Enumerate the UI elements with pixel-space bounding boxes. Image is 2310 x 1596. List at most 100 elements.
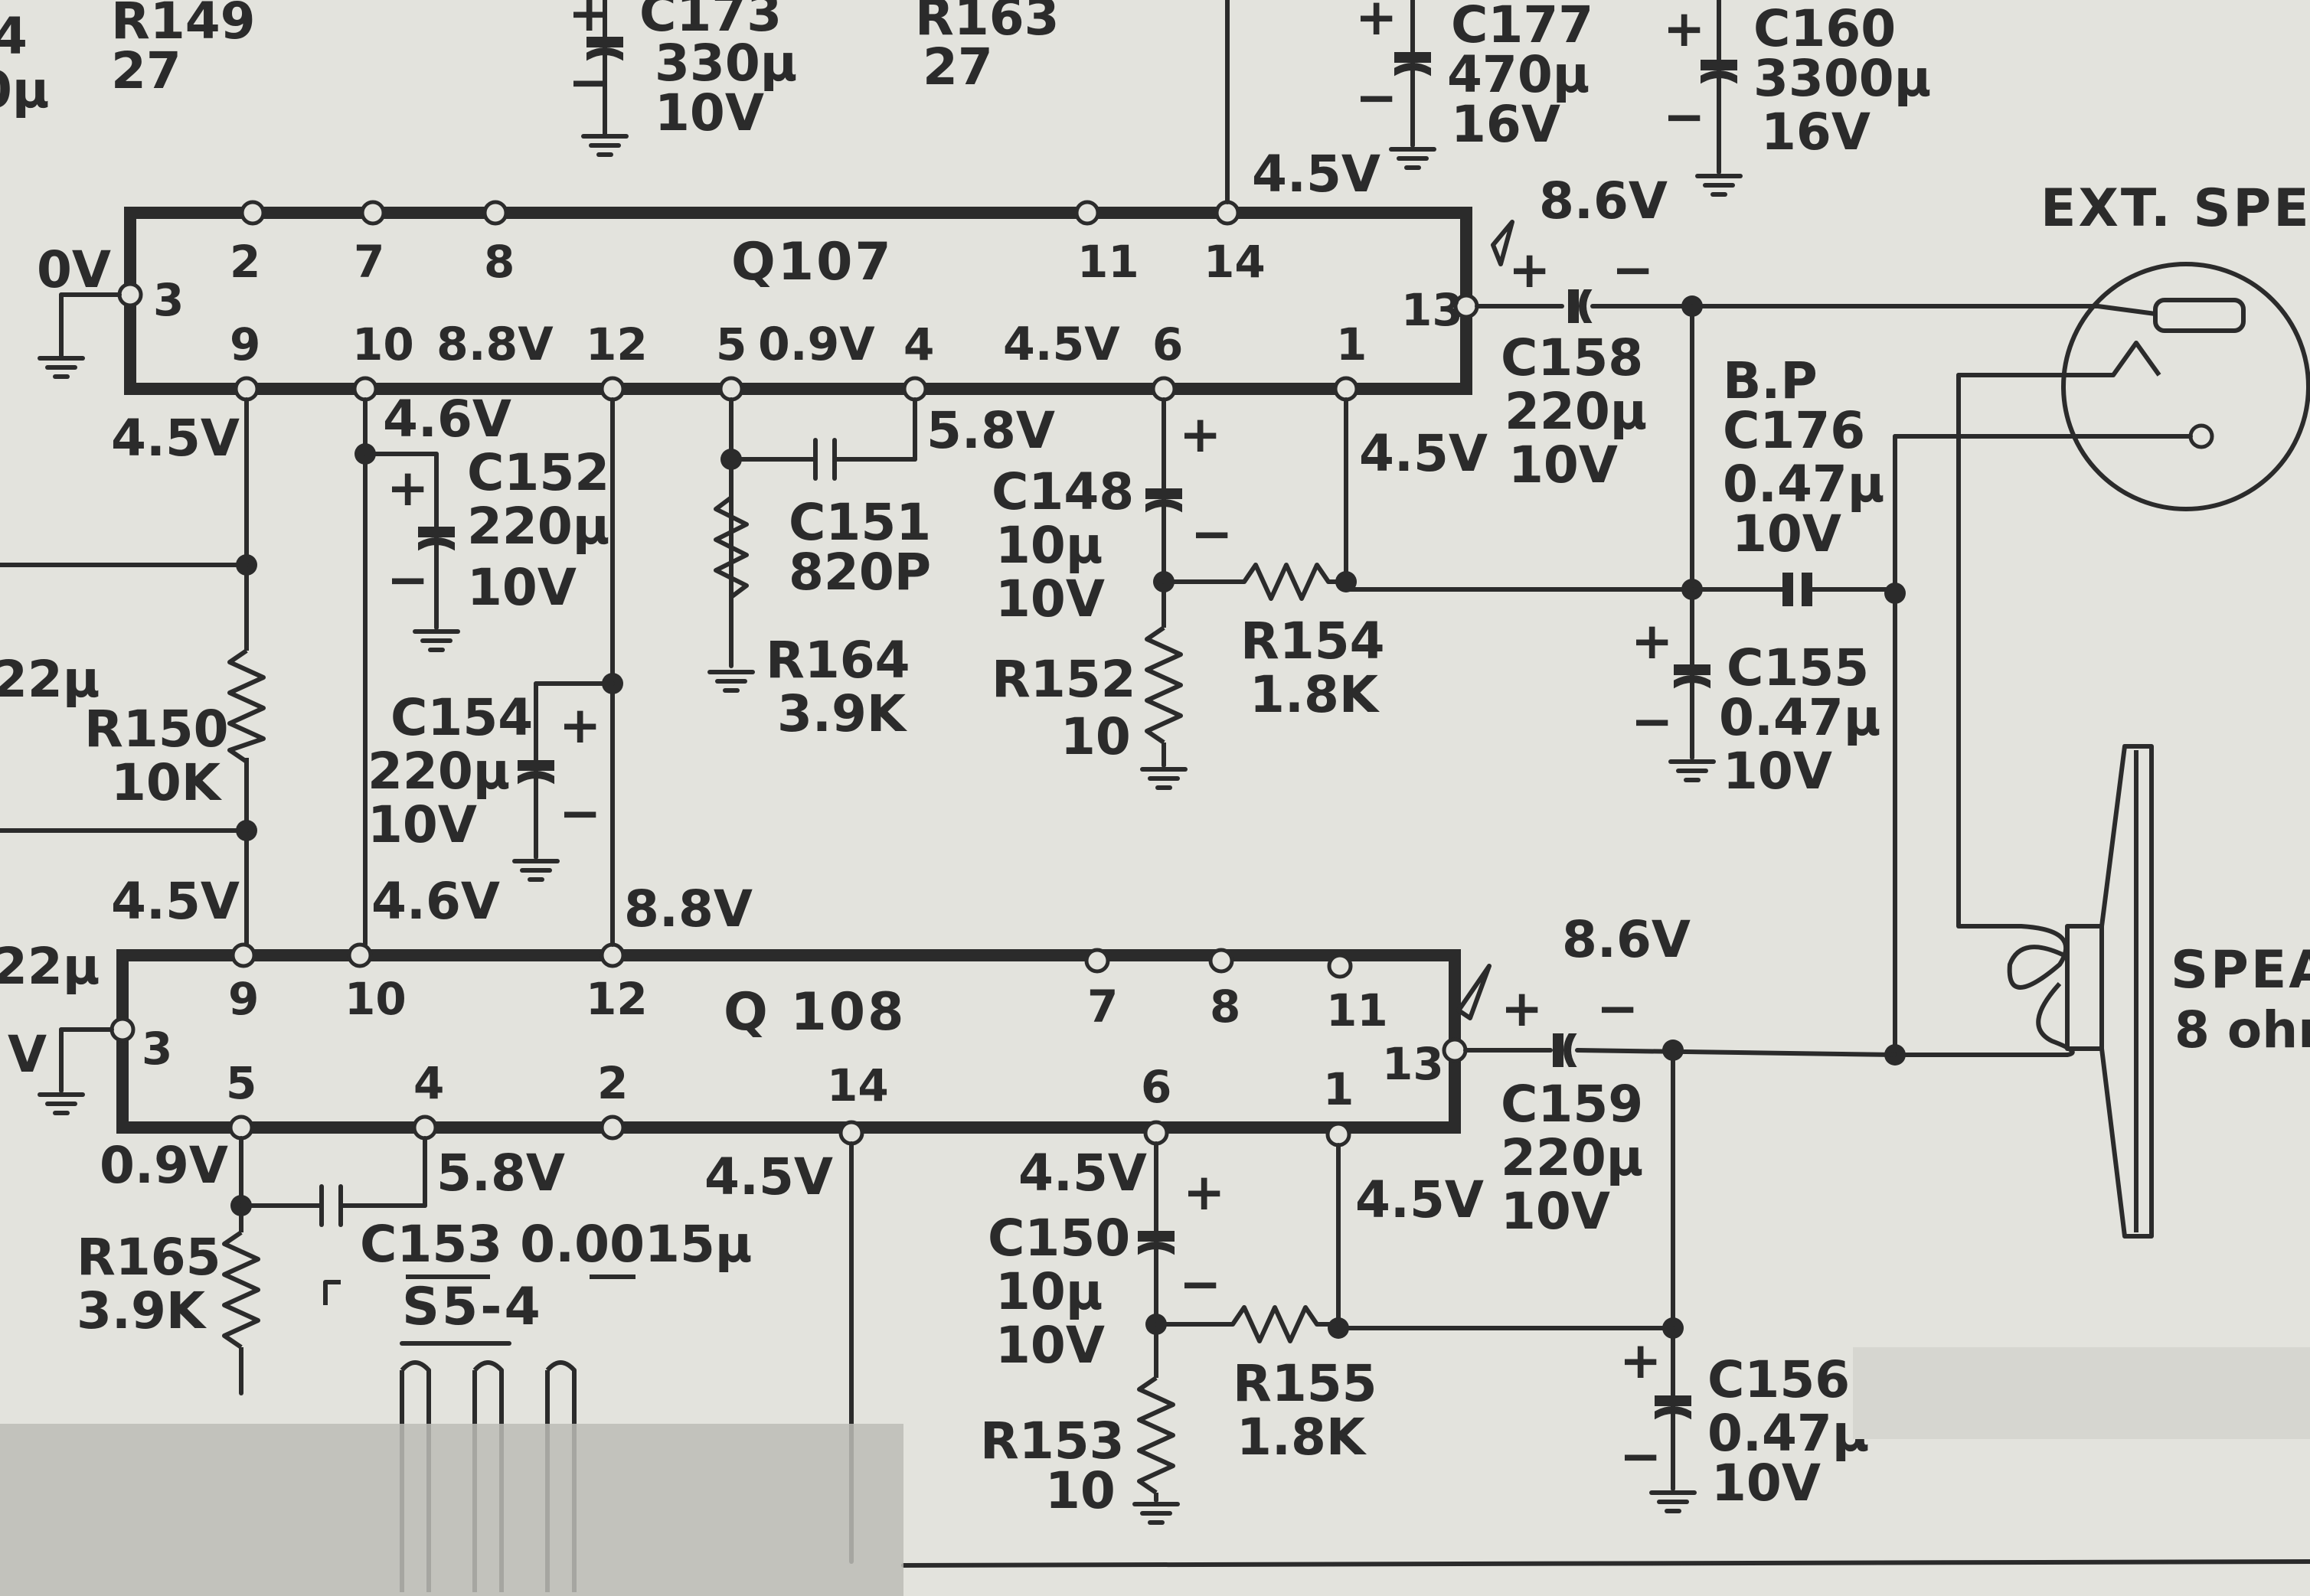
svg-text:+: + [1508, 240, 1550, 299]
svg-text:220µ: 220µ [467, 497, 609, 556]
svg-text:R153: R153 [980, 1412, 1125, 1470]
c153: C153 0.0015µ [239, 1136, 752, 1274]
voltage-label: 4.6V [371, 872, 500, 931]
svg-text:10V: 10V [1723, 742, 1832, 801]
r153: R153 10 [980, 1376, 1178, 1523]
q107-pin-label: 2 [230, 236, 260, 288]
edge-fragment: 0µ [0, 60, 50, 119]
svg-text:220µ: 220µ [1505, 382, 1647, 441]
svg-text:C156: C156 [1707, 1350, 1850, 1409]
svg-text:C160: C160 [1753, 0, 1896, 58]
smudge-region [1853, 1347, 2310, 1439]
svg-text:−: − [1663, 87, 1705, 146]
svg-text:C148: C148 [992, 462, 1134, 521]
q108-pin-label: 8 [1210, 981, 1240, 1033]
svg-text:10V: 10V [655, 83, 764, 142]
r150: R150 10K [84, 648, 266, 812]
svg-text:R149: R149 [111, 0, 256, 51]
svg-text:C159: C159 [1501, 1075, 1643, 1134]
svg-text:R165: R165 [77, 1228, 221, 1287]
svg-text:C173: C173 [639, 0, 782, 43]
r149: R149 27 [111, 0, 256, 100]
voltage-label: 4.5V [1359, 424, 1488, 483]
q107-pin-label: 4 [903, 318, 934, 370]
r154: R154 1.8K [1162, 563, 1385, 724]
ext-speaker-jack[interactable] [1893, 262, 2310, 511]
svg-text:1.8K: 1.8K [1250, 665, 1380, 724]
svg-text:−: − [1631, 692, 1673, 751]
svg-text:−: − [387, 550, 429, 609]
c160: + − C160 3300µ 16V [1663, 0, 1931, 194]
voltage-label: 4.5V [1355, 1170, 1484, 1229]
voltage-label: 4.5V [704, 1147, 833, 1206]
speaker-label: SPEA [2171, 940, 2310, 1000]
svg-text:R154: R154 [1240, 612, 1385, 671]
q108-pin-label: 12 [586, 973, 648, 1025]
svg-text:+: + [1179, 405, 1221, 464]
svg-text:R155: R155 [1233, 1354, 1377, 1413]
q108-pin-label: 4 [413, 1057, 444, 1109]
c148: + − C148 10µ 10V [992, 405, 1233, 628]
voltage-label: V [8, 1025, 47, 1084]
svg-text:820P: 820P [789, 543, 931, 602]
c154: + − C154 220µ 10V [368, 681, 615, 880]
svg-text:220µ: 220µ [368, 742, 510, 801]
q107-pin-label: 12 [586, 318, 648, 370]
svg-text:−: − [1596, 979, 1639, 1038]
edge-fragment: 4 [0, 7, 28, 66]
svg-text:C153 0.0015µ: C153 0.0015µ [360, 1215, 752, 1274]
svg-text:470µ: 470µ [1447, 45, 1590, 104]
svg-text:+: + [1501, 979, 1543, 1038]
svg-text:−: − [1355, 68, 1397, 127]
svg-text:10: 10 [1060, 707, 1131, 766]
voltage-label: 4.5V [1003, 318, 1120, 371]
svg-text:−: − [559, 784, 601, 843]
q108-pin-label: 14 [827, 1059, 889, 1111]
r152: R152 10 [992, 625, 1185, 788]
q107-pin-label: 11 [1077, 236, 1139, 288]
voltage-label: 8.8V [436, 318, 554, 371]
q108-pin-label: 9 [228, 973, 259, 1025]
svg-text:27: 27 [923, 38, 993, 96]
q108-pin-label: 1 [1323, 1063, 1354, 1115]
c159: C159 220µ 10V [1501, 1075, 1643, 1241]
svg-text:R152: R152 [992, 650, 1136, 709]
svg-text:10: 10 [1045, 1461, 1116, 1520]
c152: + − C152 220µ 10V [363, 443, 609, 650]
svg-text:10V: 10V [995, 570, 1105, 628]
svg-text:C176: C176 [1723, 401, 1865, 460]
c156: + − C156 0.47µ 10V [1619, 1331, 1869, 1513]
q107-pin-label: 9 [230, 318, 260, 370]
svg-text:−: − [1619, 1427, 1661, 1486]
q108-pin-label: 6 [1141, 1061, 1171, 1113]
q108-pin-label: 11 [1326, 984, 1388, 1036]
svg-text:−: − [1191, 504, 1233, 563]
svg-text:3.9K: 3.9K [77, 1281, 207, 1340]
q107-pin-label: 5 [716, 318, 747, 370]
voltage-label: 4.5V [1252, 145, 1380, 204]
svg-text:10µ: 10µ [995, 1262, 1103, 1321]
c177: + − C177 470µ 16V [1355, 0, 1593, 168]
svg-text:B.P: B.P [1723, 351, 1818, 410]
svg-text:10V: 10V [368, 795, 477, 854]
voltage-label: 0V [37, 240, 111, 299]
voltage-label: 4.5V [111, 409, 240, 468]
svg-text:10V: 10V [1732, 504, 1841, 563]
q107-pin-label: 3 [153, 274, 184, 326]
voltage-label: 4.5V [111, 872, 240, 931]
q108-pin-label: 3 [142, 1023, 172, 1075]
svg-text:+: + [568, 0, 610, 43]
svg-text:−: − [568, 53, 610, 112]
r165: R165 3.9K [77, 1228, 260, 1350]
q108-pin-label: 2 [597, 1057, 628, 1109]
q108-pin-label: 13 [1382, 1038, 1444, 1090]
q107-pin-label: 6 [1152, 318, 1183, 370]
svg-text:330µ: 330µ [655, 34, 797, 93]
svg-text:−: − [1179, 1255, 1221, 1314]
c155: + − C155 0.47µ 10V [1631, 612, 1880, 801]
svg-text:C155: C155 [1727, 638, 1869, 697]
svg-text:C177: C177 [1451, 0, 1593, 54]
voltage-label: 4.5V [1018, 1144, 1147, 1203]
voltage-label: 0.9V [758, 318, 875, 371]
